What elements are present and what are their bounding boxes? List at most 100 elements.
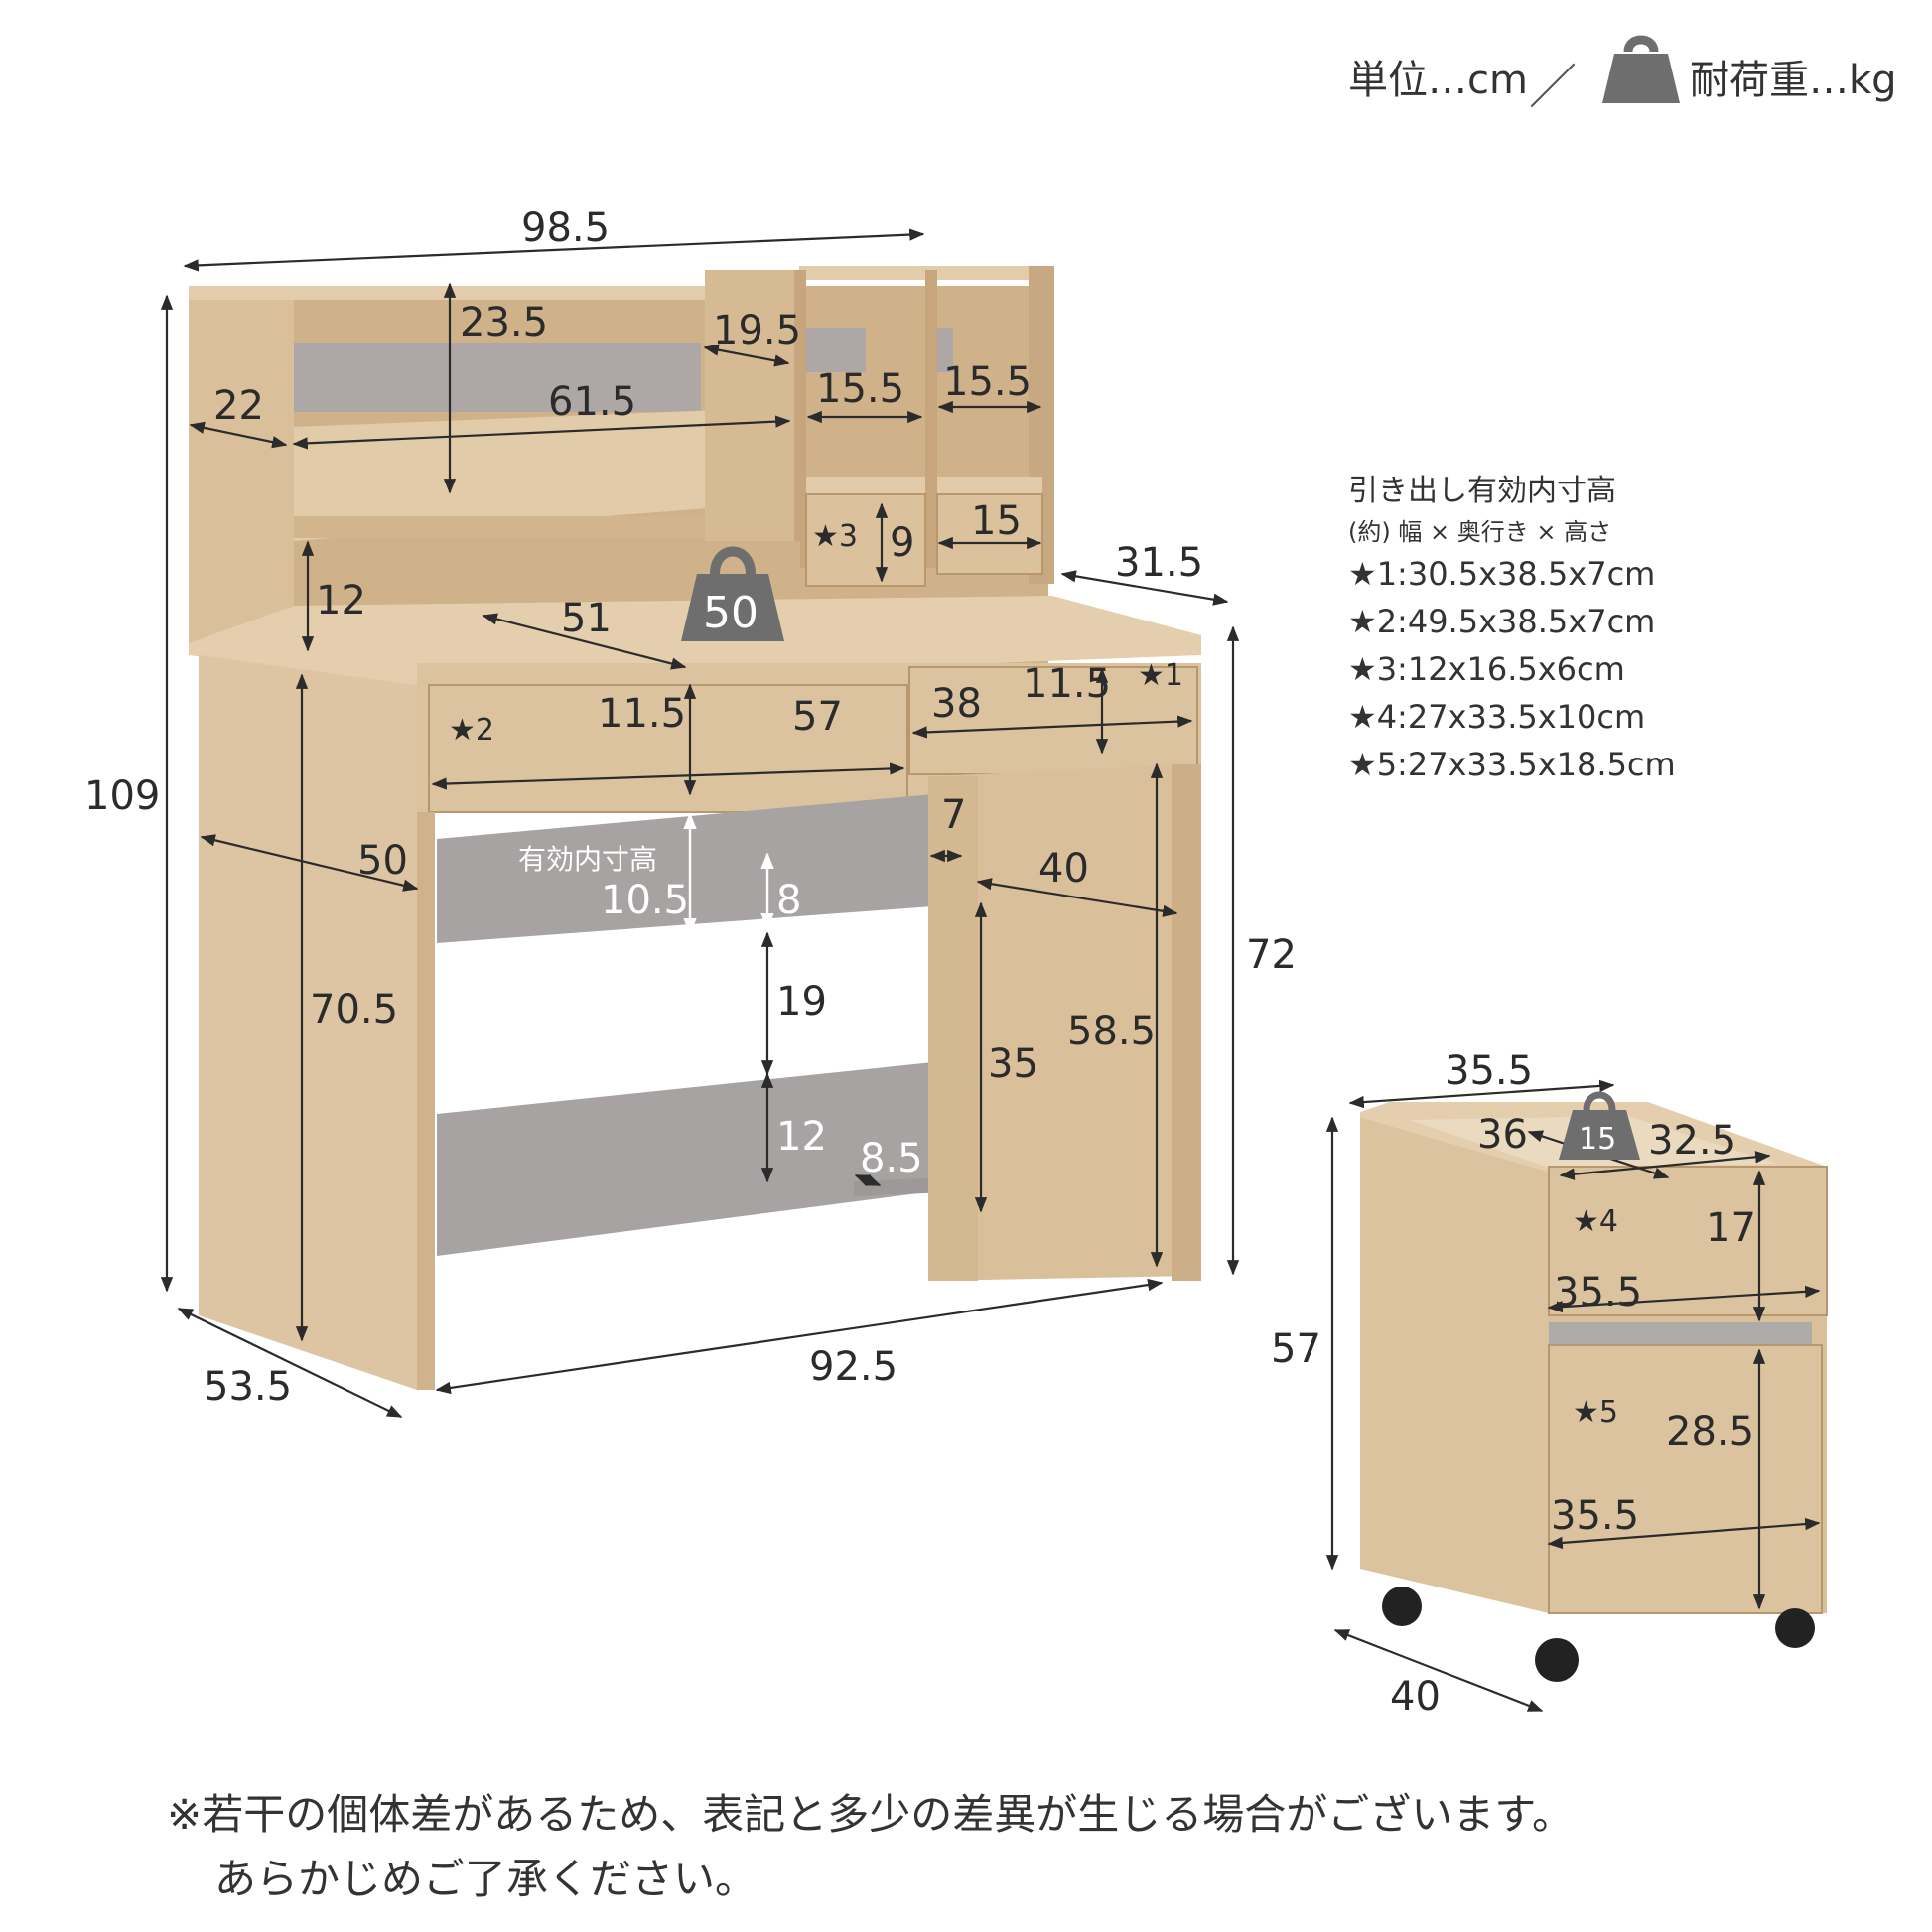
dim-line-overall-depth <box>177 1308 403 1418</box>
rail-depth-label: 7 <box>941 792 966 838</box>
dim-line-drawer-left-w <box>431 762 905 790</box>
drawer-spec-item: ★2:49.5x38.5x7cm <box>1348 603 1656 640</box>
wagon-height-label: 57 <box>1271 1326 1321 1372</box>
left-leg-height-label: 70.5 <box>310 987 398 1033</box>
small-drawer-right <box>936 493 1043 575</box>
inner-width-label: 92.5 <box>809 1344 897 1390</box>
dim-line-drawer4-w <box>1547 1285 1821 1313</box>
cubby-2-label: 15.5 <box>943 359 1032 405</box>
dim-line-overall-width <box>183 228 925 272</box>
right-clear-height-label: 35 <box>988 1041 1038 1087</box>
dim-line-hutch-depth <box>1060 570 1229 606</box>
drawer-spec-item: ★4:27x33.5x10cm <box>1348 698 1646 736</box>
effective-label: 有効内寸高 <box>518 843 657 876</box>
star-5-label: ★5 <box>1573 1395 1618 1430</box>
small-drawer-height-label: 9 <box>890 520 914 566</box>
dim-line-wagon-width <box>1348 1079 1615 1109</box>
wagon-illustration <box>1360 1102 1828 1682</box>
drawer4-height-label: 17 <box>1706 1205 1756 1251</box>
rail-height-label: 8 <box>776 878 801 923</box>
drawer-right-height-label: 11.5 <box>1023 661 1111 707</box>
dimension-lines-white <box>683 812 774 935</box>
caster-wheel-icon <box>1382 1587 1815 1682</box>
hutch-depth-label: 31.5 <box>1115 540 1203 586</box>
lower-gap-label: 12 <box>316 578 366 623</box>
overall-width-label: 98.5 <box>521 206 610 251</box>
drawer5-height-label: 28.5 <box>1666 1409 1754 1454</box>
drawer-left-width-label: 57 <box>792 694 843 740</box>
lower-gray-rail <box>437 1062 933 1256</box>
wagon-load-label: 15 <box>1579 1122 1616 1157</box>
dim-line-side-depth-under <box>200 834 419 892</box>
dim-line-right-depth <box>976 878 1178 917</box>
desk-inner-left-leg <box>417 812 435 1390</box>
overall-height-label: 109 <box>84 773 160 819</box>
hutch-left-side <box>189 286 294 643</box>
wagon-top-inner-w-label: 32.5 <box>1648 1118 1736 1164</box>
dim-line-inner-width <box>435 1278 1164 1395</box>
under-side-depth-label: 50 <box>357 838 408 884</box>
cubby-1-label: 15.5 <box>816 366 904 412</box>
shelf-depth-label: 19.5 <box>713 308 801 353</box>
shelf-width-label: 61.5 <box>548 379 636 425</box>
drawer-spec-title: 引き出し有効内寸高 <box>1348 474 1616 508</box>
wagon-side <box>1360 1117 1549 1613</box>
disclaimer-line-1: ※若干の個体差があるため、表記と多少の差異が生じる場合がございます。 <box>167 1790 1574 1839</box>
dim-line-wagon-depth <box>1333 1628 1544 1713</box>
drawer-spec-item: ★5:27x33.5x18.5cm <box>1348 746 1676 783</box>
star-3-label: ★3 <box>812 519 858 554</box>
drawer5-width-label: 35.5 <box>1551 1493 1639 1539</box>
star-2-label: ★2 <box>449 713 494 748</box>
wagon-width-label: 35.5 <box>1445 1048 1533 1094</box>
footrest-depth-label: 8.5 <box>860 1136 923 1181</box>
lower-depth-label: 51 <box>561 596 612 641</box>
drawer-spec-item: ★1:30.5x38.5x7cm <box>1348 555 1656 593</box>
right-inner-height-label: 58.5 <box>1067 1009 1156 1054</box>
drawer-spec-item: ★3:12x16.5x6cm <box>1348 650 1625 688</box>
hutch-gray-panel-left <box>294 343 701 412</box>
load-label: 耐荷重…kg <box>1690 58 1897 103</box>
dim-line-side-depth <box>189 421 288 449</box>
under-right-depth-label: 40 <box>1038 846 1089 892</box>
cubby-floor-2 <box>937 477 1042 494</box>
header-separator: ／ <box>1529 60 1578 115</box>
star-1-label: ★1 <box>1138 658 1183 693</box>
desk-weight-icon <box>681 546 784 641</box>
kettlebell-weight-icon <box>1600 30 1682 105</box>
hutch-divider-2 <box>794 270 806 568</box>
desk-inner-right-leg <box>928 776 978 1281</box>
wagon-dimension-lines <box>1325 1079 1821 1713</box>
desk-load-label: 50 <box>703 588 759 638</box>
wagon-depth-label: 40 <box>1390 1674 1441 1720</box>
shelf-height-label: 23.5 <box>460 300 548 345</box>
drawer4-width-label: 35.5 <box>1554 1270 1642 1315</box>
hutch-gray-panel-right <box>933 328 953 372</box>
small-drawer-left <box>805 493 926 587</box>
bottom-rail-label: 12 <box>776 1114 827 1160</box>
drawer-spec-list: 引き出し有効内寸高 (約) 幅 × 奥行き × 高さ ★1:30.5x38.5x… <box>1348 477 1676 796</box>
cubby-floor-1 <box>806 477 925 494</box>
unit-label: 単位…cm <box>1348 58 1528 103</box>
hutch-shelf-edge <box>294 516 800 538</box>
hutch-top-left <box>189 286 799 300</box>
desk-right-leg-front <box>1172 764 1201 1281</box>
dim-line-footrest <box>854 1173 882 1187</box>
desk-height-label: 72 <box>1246 932 1297 978</box>
drawer-left-height-label: 11.5 <box>598 691 686 737</box>
hutch-gray-panel-mid <box>806 328 866 372</box>
drawer-right-width-label: 38 <box>931 681 982 727</box>
wagon-top-inner-d-label: 36 <box>1477 1112 1528 1158</box>
dim-line-drawer-right-w <box>911 715 1193 739</box>
dim-line-drawer5-w <box>1547 1517 1821 1550</box>
hutch-divider-3 <box>925 270 937 568</box>
wagon-weight-icon <box>1559 1091 1640 1160</box>
star-4-label: ★4 <box>1573 1204 1618 1239</box>
side-depth-label: 22 <box>213 383 264 429</box>
gap-label: 19 <box>776 979 827 1025</box>
dim-line-lower-depth <box>482 613 687 670</box>
disclaimer-line-2: あらかじめご了承ください。 <box>214 1855 758 1904</box>
desk-drawer-left <box>428 684 908 813</box>
dimension-lines <box>160 228 1240 1418</box>
effective-height-label: 10.5 <box>601 878 689 923</box>
